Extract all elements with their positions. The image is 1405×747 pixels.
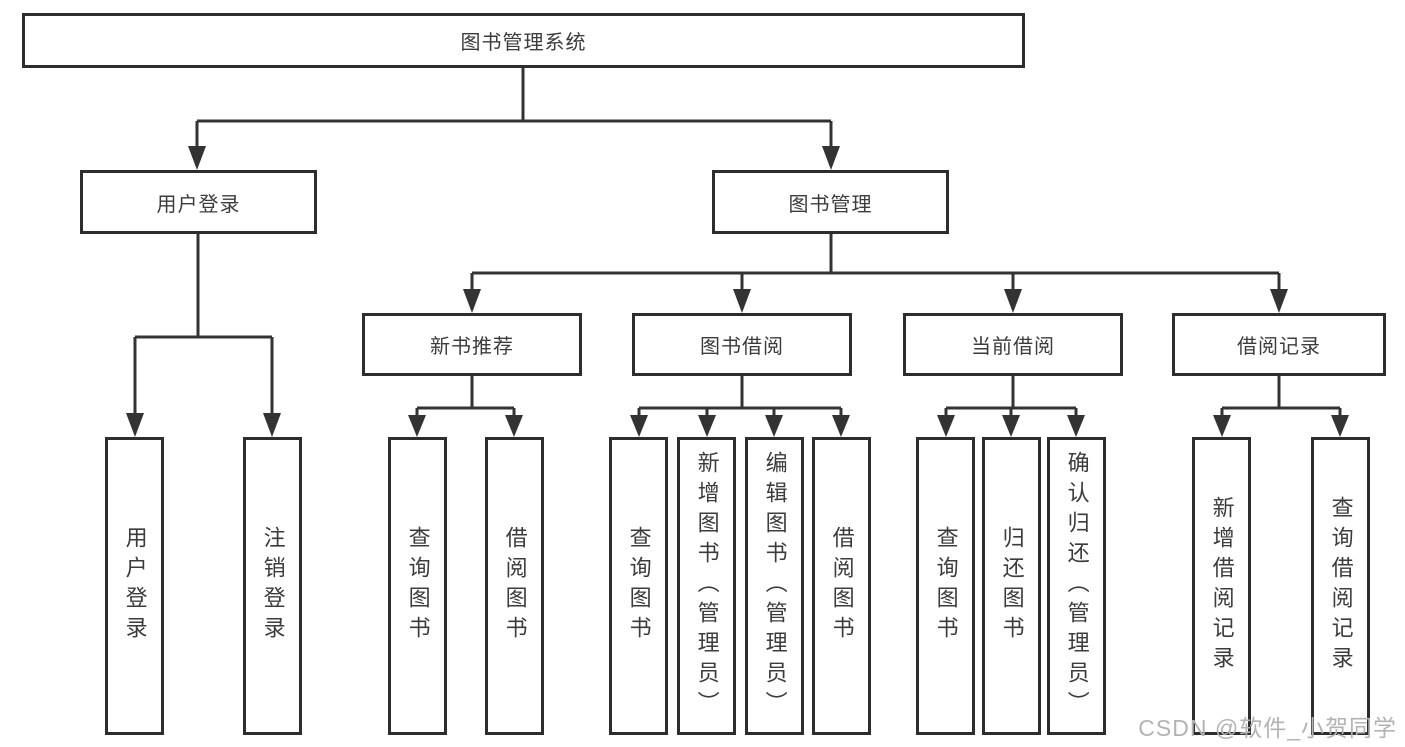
leaf-query-books-recommend: 查询图书	[388, 437, 447, 735]
leaf-add-borrow-record: 新增借阅记录	[1192, 437, 1251, 735]
leaf-label: 借阅图书	[829, 526, 855, 646]
node-current-borrow: 当前借阅	[903, 313, 1123, 376]
leaf-query-borrow-record: 查询借阅记录	[1311, 437, 1370, 735]
node-label: 图书管理系统	[460, 32, 587, 54]
leaf-user-login: 用户登录	[105, 437, 164, 735]
leaf-borrow-books-recommend: 借阅图书	[485, 437, 544, 735]
leaf-label: 新增图书（管理员）	[694, 451, 720, 721]
node-book-management-branch: 图书管理	[712, 170, 949, 234]
leaf-label: 查询借阅记录	[1328, 496, 1354, 676]
leaf-label: 编辑图书（管理员）	[762, 451, 788, 721]
node-label: 图书管理	[788, 193, 873, 216]
node-user-login-branch: 用户登录	[80, 170, 317, 234]
leaf-label: 查询图书	[626, 526, 652, 646]
node-label: 借阅记录	[1237, 336, 1321, 358]
leaf-borrow-books-borrow: 借阅图书	[812, 437, 871, 735]
leaf-edit-books-admin: 编辑图书（管理员）	[745, 437, 804, 735]
leaf-label: 查询图书	[405, 526, 431, 646]
node-book-borrow: 图书借阅	[632, 313, 852, 376]
node-new-book-recommend: 新书推荐	[362, 313, 582, 376]
leaf-label: 确认归还（管理员）	[1064, 451, 1090, 721]
leaf-logout-login: 注销登录	[243, 437, 302, 735]
leaf-query-books-borrow: 查询图书	[609, 437, 668, 735]
node-borrow-records: 借阅记录	[1172, 313, 1386, 376]
leaf-label: 注销登录	[260, 526, 286, 646]
node-library-management-system: 图书管理系统	[22, 13, 1025, 68]
leaf-label: 新增借阅记录	[1209, 496, 1235, 676]
leaf-label: 归还图书	[999, 526, 1025, 646]
node-label: 用户登录	[156, 193, 241, 216]
leaf-label: 用户登录	[122, 526, 148, 646]
watermark-csdn: CSDN @软件_小贺同学	[1138, 715, 1397, 741]
leaf-confirm-return-admin: 确认归还（管理员）	[1047, 437, 1106, 735]
leaf-return-books: 归还图书	[982, 437, 1041, 735]
leaf-add-books-admin: 新增图书（管理员）	[677, 437, 736, 735]
leaf-query-books-current: 查询图书	[916, 437, 975, 735]
leaf-label: 查询图书	[933, 526, 959, 646]
node-label: 新书推荐	[430, 336, 514, 358]
node-label: 当前借阅	[971, 336, 1055, 358]
node-label: 图书借阅	[700, 336, 784, 358]
leaf-label: 借阅图书	[502, 526, 528, 646]
